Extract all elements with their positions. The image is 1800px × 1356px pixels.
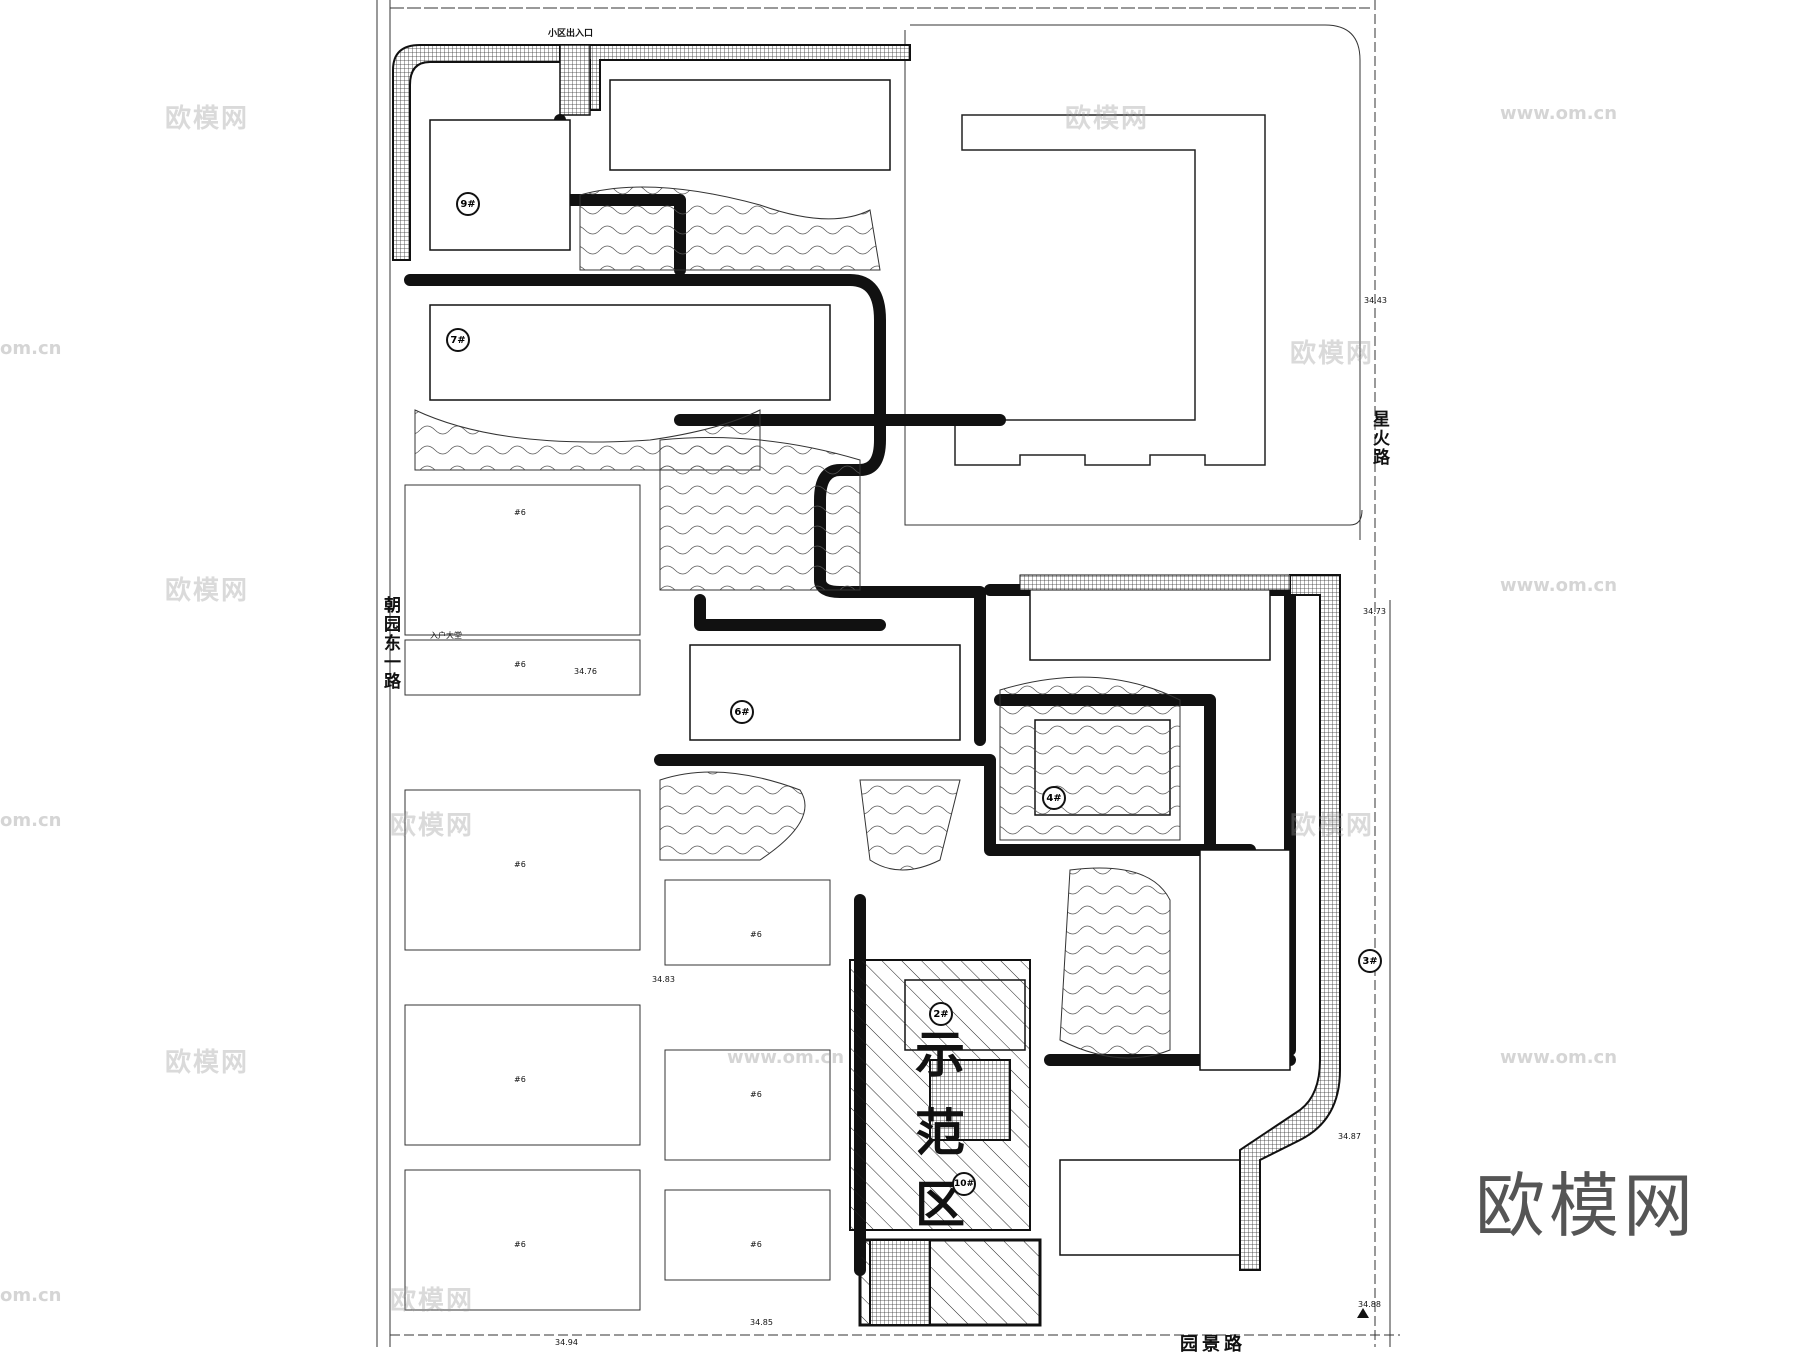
neighbor-plots	[404, 484, 831, 1311]
watermark-brand: 欧模网	[1290, 811, 1375, 841]
block-north	[609, 79, 891, 171]
elevation-label: 34.43	[1364, 296, 1387, 305]
elevation-label: 34.88	[1358, 1300, 1381, 1309]
demo-zone-area	[849, 959, 1042, 1327]
watermark-brand: 欧模网	[1065, 104, 1150, 134]
watermark-brand: 欧模网	[1290, 339, 1375, 369]
north-driveway	[392, 44, 911, 261]
neighbor-plot-number: #6	[750, 930, 762, 939]
existing-building-north-east	[954, 114, 1266, 466]
watermark-brand: 欧模网	[165, 104, 250, 134]
watermark-url: www.om.cn	[1500, 103, 1618, 124]
watermark-url: www.om.cn	[1500, 1047, 1618, 1068]
watermark-brand: 欧模网	[165, 1048, 250, 1078]
block-9	[429, 119, 571, 251]
demo-zone-char-1: 示	[915, 1026, 965, 1084]
watermark-url: om.cn	[0, 810, 62, 831]
watermark-url: om.cn	[0, 1285, 62, 1306]
block-3	[1199, 849, 1291, 1071]
neighbor-plot-number: #6	[514, 1240, 526, 1249]
building-number-7: 7#	[446, 328, 470, 352]
building-number-4: 4#	[1042, 786, 1066, 810]
watermark-brand: 欧模网	[390, 1286, 475, 1316]
watermark-url: om.cn	[0, 338, 62, 359]
neighbor-plot-number: #6	[514, 508, 526, 517]
elevation-label: 34.73	[1363, 607, 1386, 616]
neighbor-plot-label: 入户大堂	[430, 631, 462, 640]
watermark-brand: 欧模网	[390, 811, 475, 841]
east-road-label: 星火路	[1369, 410, 1389, 467]
block-7	[429, 304, 831, 401]
neighbor-plot-number: #6	[750, 1090, 762, 1099]
building-number-3: 3#	[1358, 949, 1382, 973]
north-entrance-label: 小区出入口	[548, 29, 594, 39]
north-arrow-marker	[1357, 1308, 1369, 1318]
building-number-9: 9#	[456, 192, 480, 216]
west-road-label: 朝园东一路	[380, 596, 400, 691]
demo-zone-char-2: 范	[915, 1104, 965, 1162]
elevation-label: 34.76	[574, 667, 597, 676]
watermark-url: www.om.cn	[1500, 575, 1618, 596]
property-boundary	[376, 0, 1400, 1347]
neighbor-plot-number: #6	[514, 860, 526, 869]
building-number-6: 6#	[730, 700, 754, 724]
block-10	[1059, 1159, 1261, 1256]
block-6	[689, 644, 961, 741]
watermark-logo: 欧模网	[1475, 1165, 1697, 1247]
building-number-2: 2#	[929, 1002, 953, 1026]
east-perimeter-walkway	[1019, 574, 1341, 1271]
elevation-label: 34.83	[652, 975, 675, 984]
building-number-10: 10#	[952, 1172, 976, 1196]
elevation-label: 34.87	[1338, 1132, 1361, 1141]
watermark-url: www.om.cn	[727, 1047, 845, 1068]
elevation-label: 34.94	[555, 1338, 578, 1347]
neighbor-plot-number: #6	[750, 1240, 762, 1249]
elevation-label: 34.85	[750, 1318, 773, 1327]
watermark-brand: 欧模网	[165, 576, 250, 606]
neighbor-plot-number: #6	[514, 1075, 526, 1084]
neighbor-plot-number: #6	[514, 660, 526, 669]
south-road-label: 园景路	[1180, 1334, 1246, 1355]
block-east-top	[1029, 579, 1271, 661]
